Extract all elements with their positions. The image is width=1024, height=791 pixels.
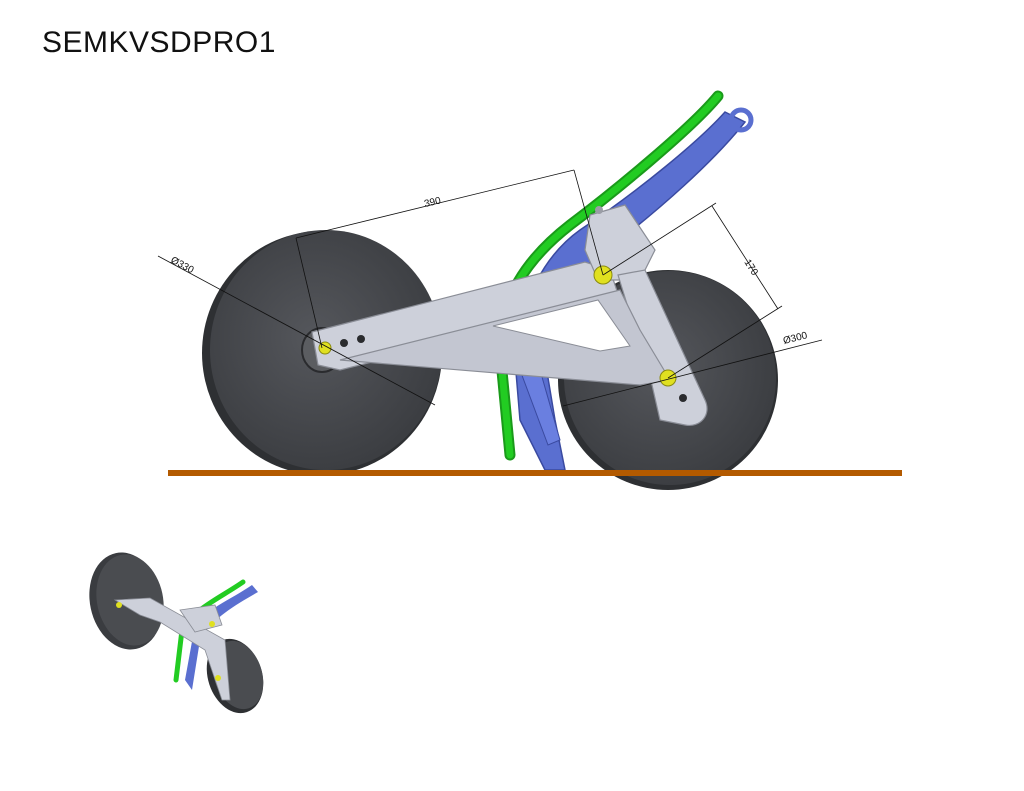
dimension-front-diameter-label: Ø330 [169,255,196,276]
dimension-390: 390 [295,169,604,349]
dimension-390-label: 390 [423,195,442,210]
dimension-170-label: 170 [741,258,760,278]
page-title: SEMKVSDPRO1 [42,26,276,59]
frame-arm [311,204,708,427]
